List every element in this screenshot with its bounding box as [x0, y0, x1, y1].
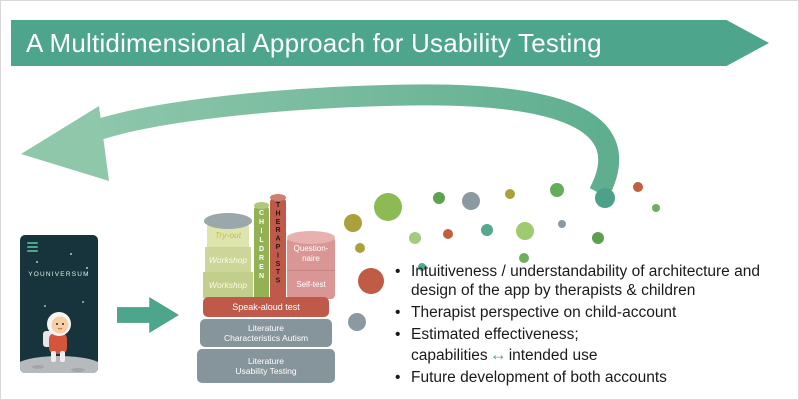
children-cylinder: CHILDREN [254, 202, 269, 299]
decorative-dot [592, 232, 604, 244]
literature-usability-layer: Literature Usability Testing [197, 349, 335, 383]
astronaut-illustration [20, 312, 98, 373]
bullet-text: Future development of both accounts [411, 368, 667, 386]
decorative-dot [433, 192, 445, 204]
salmon-cylinder-cap [287, 231, 335, 244]
therapists-label: THERAPISTS [274, 202, 282, 286]
characteristics-autism-label: Characteristics Autism [223, 333, 309, 343]
bullet-list: • Intuitiveness / understandability of a… [395, 263, 797, 390]
decorative-dot [595, 188, 615, 208]
cylinder-cap [204, 213, 252, 229]
menu-icon [27, 242, 38, 254]
decorative-dot [443, 229, 453, 239]
bullet-marker: • [395, 303, 401, 321]
stars-decoration [36, 261, 38, 263]
decorative-dot [355, 243, 365, 253]
bullet-item-3: • Estimated effectiveness; capabilities↔… [395, 326, 797, 366]
decorative-dot [505, 189, 515, 199]
therapists-cylinder: THERAPISTS [270, 194, 286, 299]
bullet-text: Therapist perspective on child-account [411, 303, 677, 321]
decorative-dot [358, 268, 384, 294]
bullet-marker: • [395, 325, 401, 343]
bullet-text: Intuitiveness / understandability of arc… [411, 263, 760, 299]
children-label: CHILDREN [258, 210, 265, 282]
bullet-marker: • [395, 368, 401, 386]
decorative-dot [348, 313, 366, 331]
selftest-label: Self-test [287, 270, 335, 297]
bullet-line-2-pre: capabilities [411, 346, 488, 364]
app-name: YOUNIVERSUM [28, 271, 90, 278]
workshop-band-1: Workshop [205, 247, 251, 272]
questionnaire-cylinder: Question-naire Self-test [287, 237, 335, 299]
double-arrow-icon: ↔ [489, 344, 507, 364]
bullet-marker: • [395, 263, 401, 280]
literature-label: Literature [248, 355, 284, 366]
app-screenshot: YOUNIVERSUM [20, 235, 98, 373]
workshop-band-2: Workshop [203, 272, 253, 298]
questionnaire-label: Question-naire [293, 243, 329, 263]
bullet-item-2: • Therapist perspective on child-account [395, 304, 797, 323]
slide-title: A Multidimensional Approach for Usabilit… [26, 27, 602, 58]
speak-aloud-layer: Speak-aloud test [203, 297, 329, 317]
decorative-dot [409, 232, 421, 244]
decorative-dot [558, 220, 566, 228]
decorative-dot [374, 193, 402, 221]
right-arrow [117, 297, 179, 333]
decorative-dot [516, 222, 534, 240]
decorative-dot [481, 224, 493, 236]
bullet-line-2-post: intended use [508, 346, 598, 364]
decorative-dot [652, 204, 660, 212]
bullet-item-1: • Intuitiveness / understandability of a… [395, 263, 797, 301]
usability-testing-label: Usability Testing [235, 366, 297, 376]
bullet-text: Estimated effectiveness; capabilities↔in… [411, 326, 597, 366]
literature-label: Literature [248, 322, 284, 333]
decorative-dot [344, 214, 362, 232]
decorative-dot [462, 192, 480, 210]
literature-autism-layer: Literature Characteristics Autism [200, 319, 332, 347]
decorative-dot [519, 253, 529, 263]
bullet-item-4: • Future development of both accounts [395, 369, 797, 388]
title-banner: A Multidimensional Approach for Usabilit… [11, 20, 769, 66]
decorative-dot [633, 182, 643, 192]
speak-aloud-label: Speak-aloud test [232, 301, 300, 312]
bullet-line-1: Estimated effectiveness; [411, 325, 579, 343]
methods-stack-diagram: Try-out Workshop Workshop CHILDREN THERA… [197, 194, 337, 387]
decorative-dot [550, 183, 564, 197]
